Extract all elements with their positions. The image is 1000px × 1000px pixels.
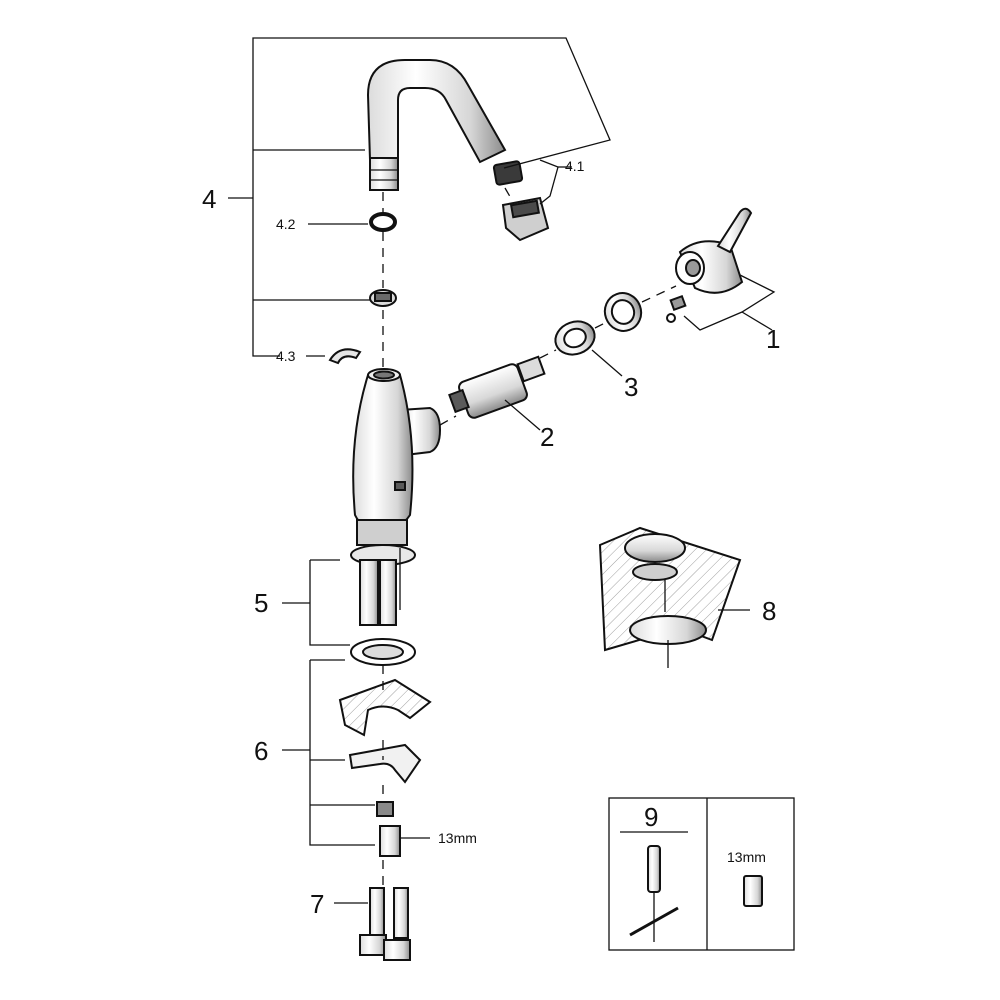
nut-size-label: 13mm <box>438 830 477 846</box>
flexible-hoses <box>359 887 411 961</box>
socket-spanner <box>629 845 679 942</box>
tool-box <box>608 797 795 951</box>
callout-4-1: 4.1 <box>565 158 585 174</box>
cartridge-nut <box>554 320 596 356</box>
fixing-nut <box>376 801 394 817</box>
callout-2: 2 <box>540 422 554 452</box>
spout-o-ring <box>369 212 397 232</box>
callout-4-3: 4.3 <box>276 348 296 364</box>
assembly-axes <box>382 187 677 885</box>
callout-9: 9 <box>644 802 658 832</box>
callout-7: 7 <box>310 889 324 919</box>
base-gasket-and-studs <box>350 519 416 626</box>
retaining-clip <box>328 348 362 365</box>
cover-sleeve <box>603 292 643 332</box>
hex-socket-13mm <box>743 875 763 907</box>
cartridge <box>448 355 546 419</box>
spout <box>366 59 507 191</box>
callout-5: 5 <box>254 588 268 618</box>
callout-labels: 4 4.2 4.3 4.1 1 3 2 5 6 7 8 9 13mm 13mm <box>202 158 780 919</box>
pop-up-waste <box>598 526 742 668</box>
mounting-washer <box>350 638 416 666</box>
box-nut-size-label: 13mm <box>727 849 766 865</box>
callout-4-2: 4.2 <box>276 216 296 232</box>
hex-nut-13mm <box>379 825 401 857</box>
countertop-section <box>338 678 432 737</box>
leader-lines <box>228 37 776 904</box>
aerator <box>492 160 524 186</box>
callout-3: 3 <box>624 372 638 402</box>
callout-6: 6 <box>254 736 268 766</box>
spout-clip-ring <box>369 289 397 307</box>
callout-4: 4 <box>202 184 216 214</box>
grub-screw <box>666 294 687 323</box>
lever-handle <box>675 207 753 294</box>
aerator-key <box>501 196 550 242</box>
callout-8: 8 <box>762 596 776 626</box>
mixer-body <box>352 368 442 532</box>
callout-1: 1 <box>766 324 780 354</box>
mounting-bracket <box>348 743 422 784</box>
